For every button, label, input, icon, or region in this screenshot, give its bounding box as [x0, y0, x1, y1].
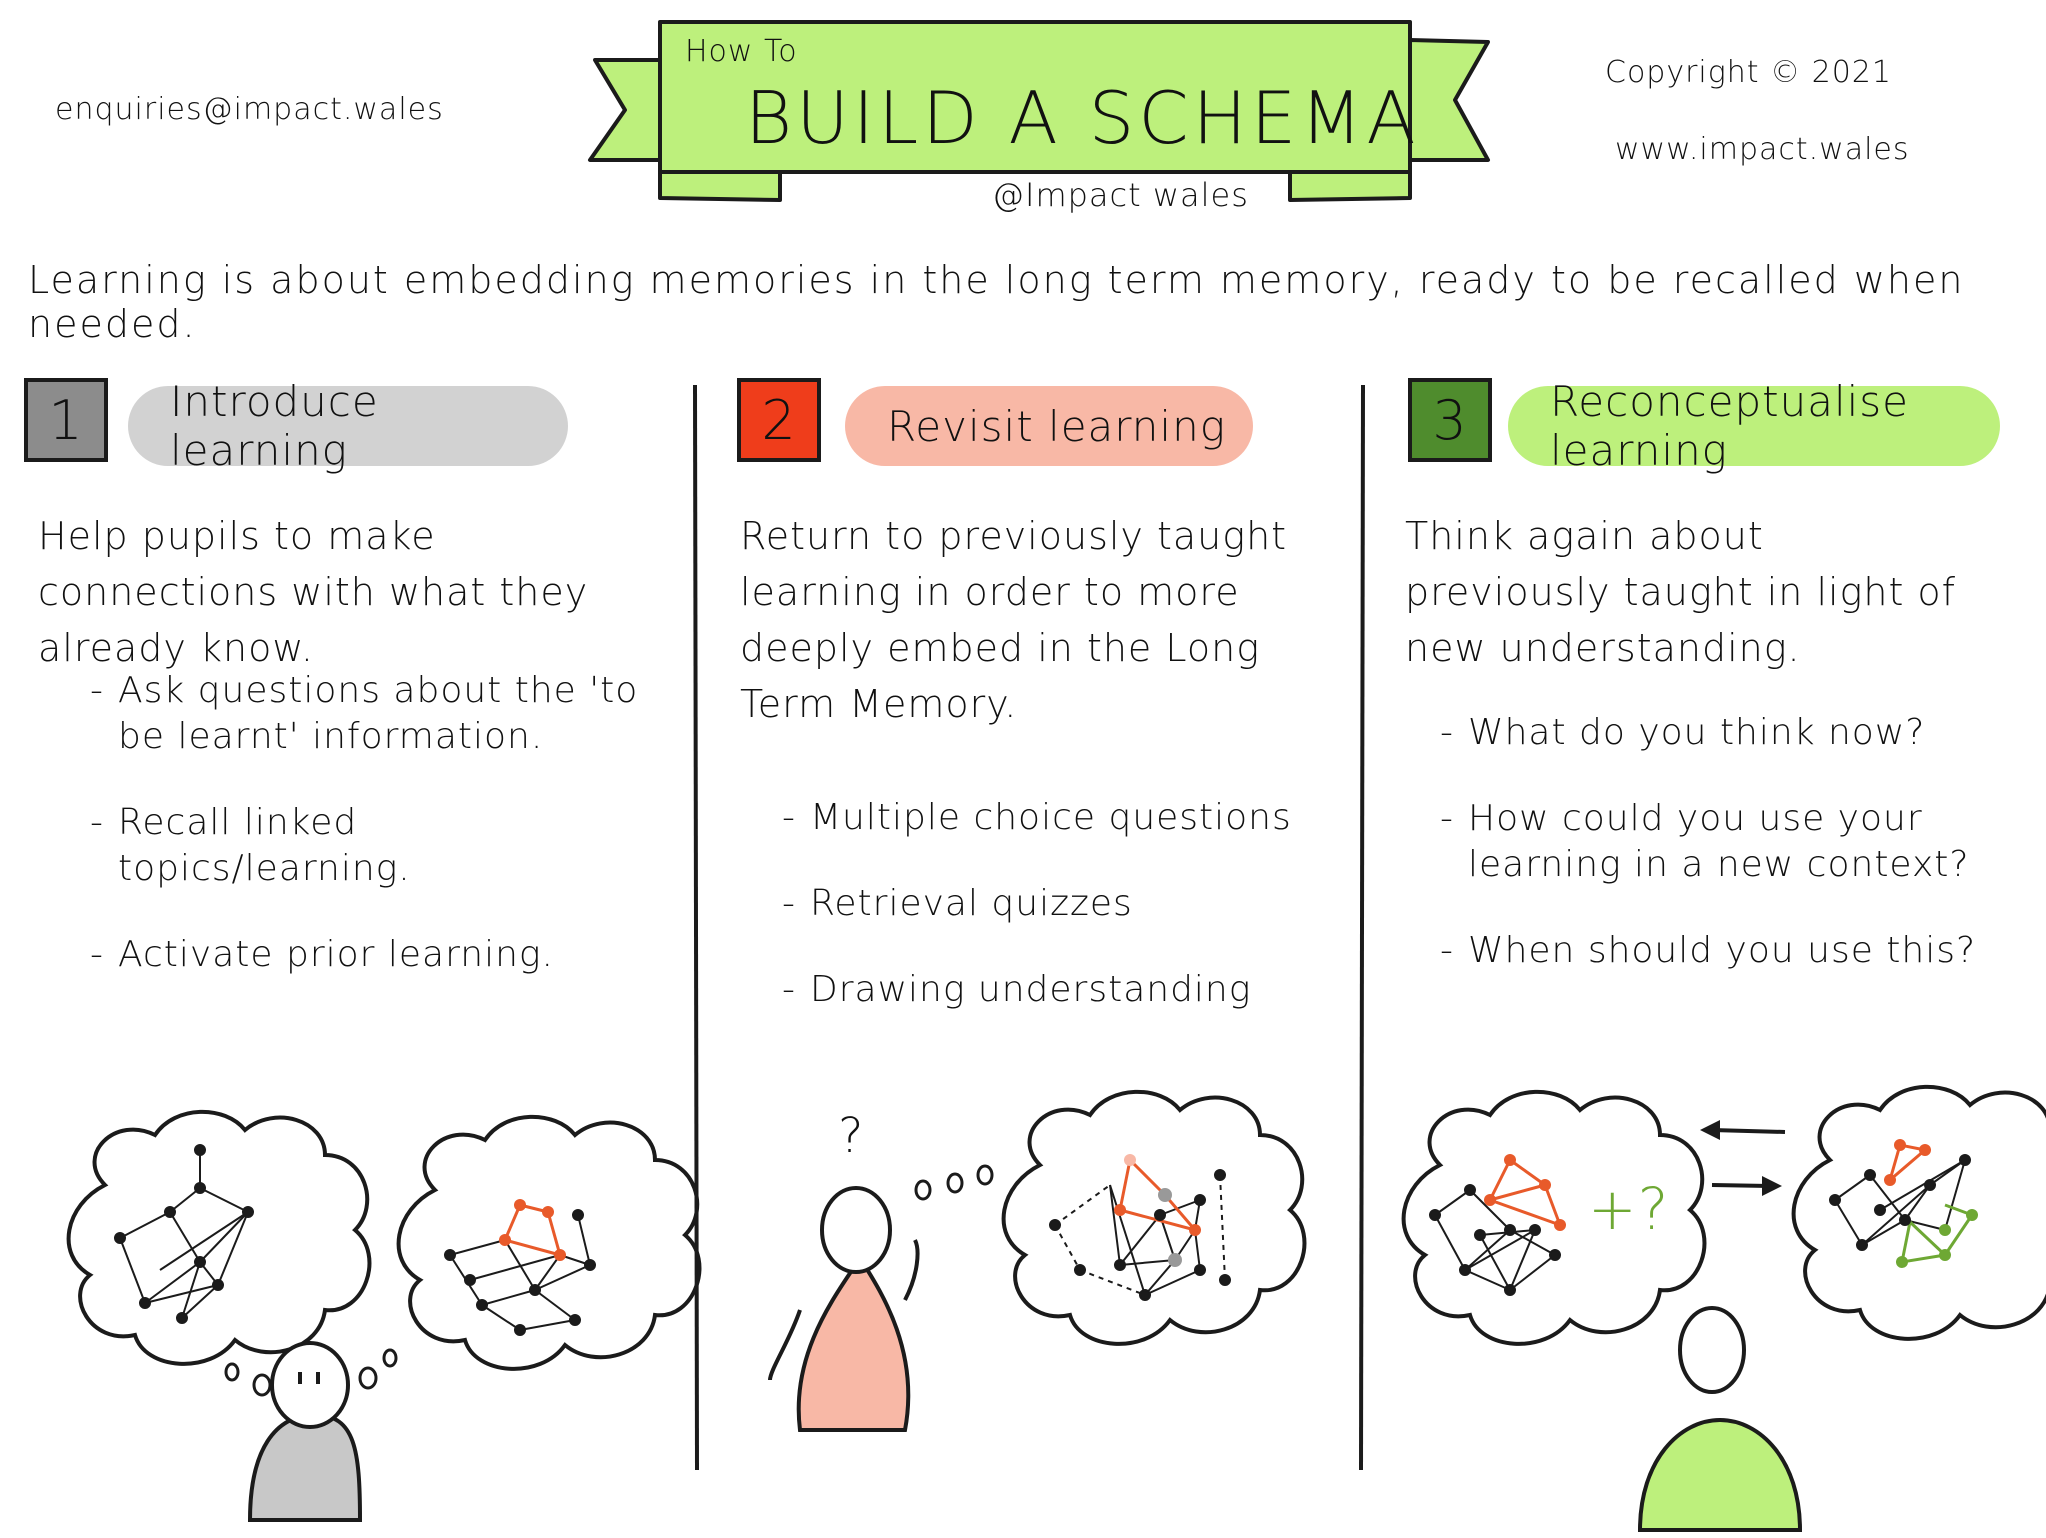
network-1b: [444, 1199, 596, 1336]
banner-body: [658, 20, 1412, 174]
thought-bubbles-2: [914, 1164, 994, 1201]
website-link[interactable]: www.impact.wales: [1615, 132, 1910, 167]
intro-text: Learning is about embedding memories in …: [28, 258, 1965, 346]
figure-3: [1637, 1306, 1803, 1532]
thought-bubbles-1: [224, 1348, 398, 1397]
twitter-handle[interactable]: @Impact wales: [992, 176, 1249, 214]
bullet-list-3: What do you think now? How could you use…: [1440, 710, 2020, 1014]
step-number-3: 3: [1408, 378, 1492, 462]
step-title-1: Introduce learning: [128, 377, 568, 475]
step-title-3: Reconceptualise learning: [1508, 377, 2000, 475]
arrows-3: [1700, 1120, 1786, 1196]
thought-cloud-1b: [396, 1114, 702, 1371]
network-1a: [114, 1144, 254, 1324]
network-3a: [1429, 1154, 1566, 1296]
question-mark: ?: [838, 1108, 865, 1164]
bullet-item: Activate prior learning.: [90, 932, 650, 978]
column-divider-1: [693, 384, 699, 1471]
bullet-list-1: Ask questions about the 'to be learnt' i…: [90, 668, 650, 1018]
thought-cloud-1a: [66, 1109, 372, 1366]
step-number-1: 1: [24, 378, 108, 462]
column-divider-2: [1359, 384, 1365, 1471]
plus-question-label: +?: [1588, 1175, 1670, 1243]
bullet-item: Drawing understanding: [782, 967, 1342, 1013]
bullet-item: Ask questions about the 'to be learnt' i…: [90, 668, 650, 760]
step-description-1: Help pupils to make connections with wha…: [38, 514, 589, 670]
bullet-item: Recall linked topics/learning.: [90, 800, 650, 892]
page-title: BUILD A SCHEMA: [745, 76, 1420, 160]
bullet-list-2: Multiple choice questions Retrieval quiz…: [782, 795, 1342, 1053]
bullet-item: Retrieval quizzes: [782, 881, 1342, 927]
bullet-item: Multiple choice questions: [782, 795, 1342, 841]
thought-cloud-3a: [1401, 1089, 1707, 1346]
step-title-2: Revisit learning: [845, 386, 1253, 466]
network-2: [1049, 1154, 1231, 1301]
step-number-2: 2: [737, 378, 821, 462]
bullet-item: When should you use this?: [1440, 928, 2020, 974]
banner-right-tail: [1408, 38, 1490, 162]
figure-1: [247, 1341, 363, 1522]
step-description-2: Return to previously taught learning in …: [740, 514, 1288, 726]
bullet-item: How could you use your learning in a new…: [1440, 796, 2020, 888]
banner-small-text: How To: [685, 34, 798, 69]
thought-cloud-3b: [1791, 1084, 2046, 1341]
network-3b: [1829, 1139, 1978, 1268]
banner-left-tail: [588, 58, 662, 162]
step-description-3: Think again about previously taught in l…: [1405, 514, 1957, 670]
banner-left-fold: [658, 168, 782, 202]
contact-email[interactable]: enquiries@impact.wales: [55, 92, 444, 127]
title-banner: [588, 20, 1490, 202]
copyright: Copyright © 2021: [1605, 55, 1892, 90]
figure-2: [768, 1186, 920, 1432]
bullet-item: What do you think now?: [1440, 710, 2020, 756]
thought-cloud-2: [1001, 1089, 1307, 1346]
